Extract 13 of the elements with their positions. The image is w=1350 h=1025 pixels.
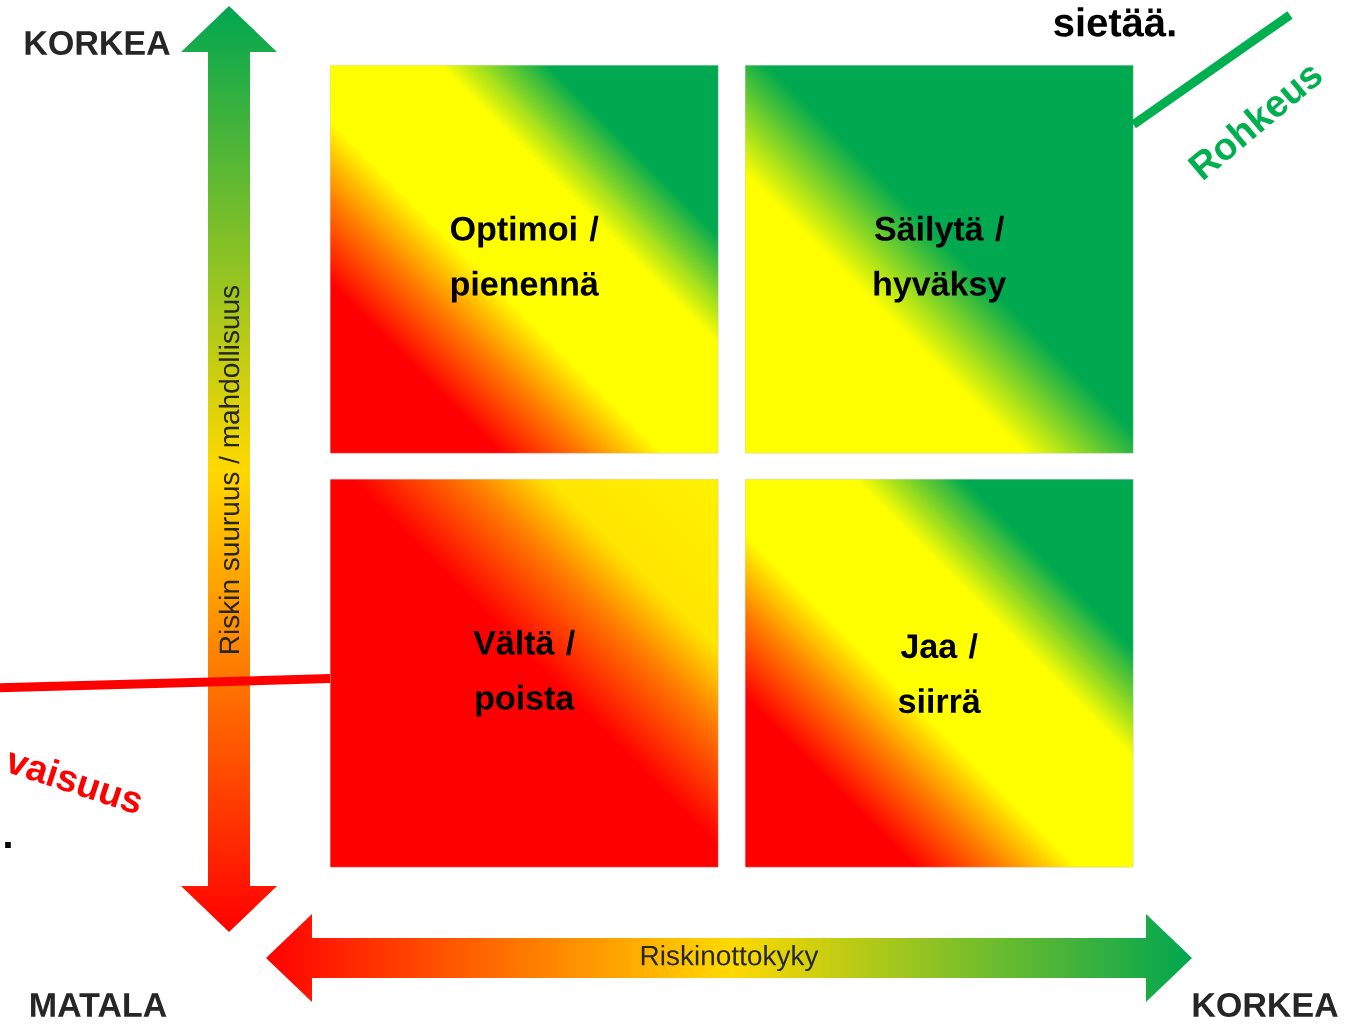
leader-line	[0, 674, 331, 693]
page-note: sietää.	[1054, 7, 1175, 37]
axis-label: KORKEA	[25, 30, 170, 56]
quadrant-box: Optimoi / pienennä	[330, 65, 719, 454]
leader-line	[1130, 11, 1293, 129]
quadrant-box: Vältä / poista	[330, 479, 719, 868]
axis-title: Riskinottokyky	[641, 944, 819, 972]
quadrant-box: Jaa / siirrä	[745, 479, 1134, 868]
axis-label: MATALA	[31, 993, 167, 1017]
axis-title: Riskin suuruus / mahdollisuus	[218, 285, 240, 653]
page-note: .	[5, 842, 11, 848]
axis-label: KORKEA	[1193, 992, 1338, 1018]
edge-label: vaisuus	[9, 752, 141, 813]
